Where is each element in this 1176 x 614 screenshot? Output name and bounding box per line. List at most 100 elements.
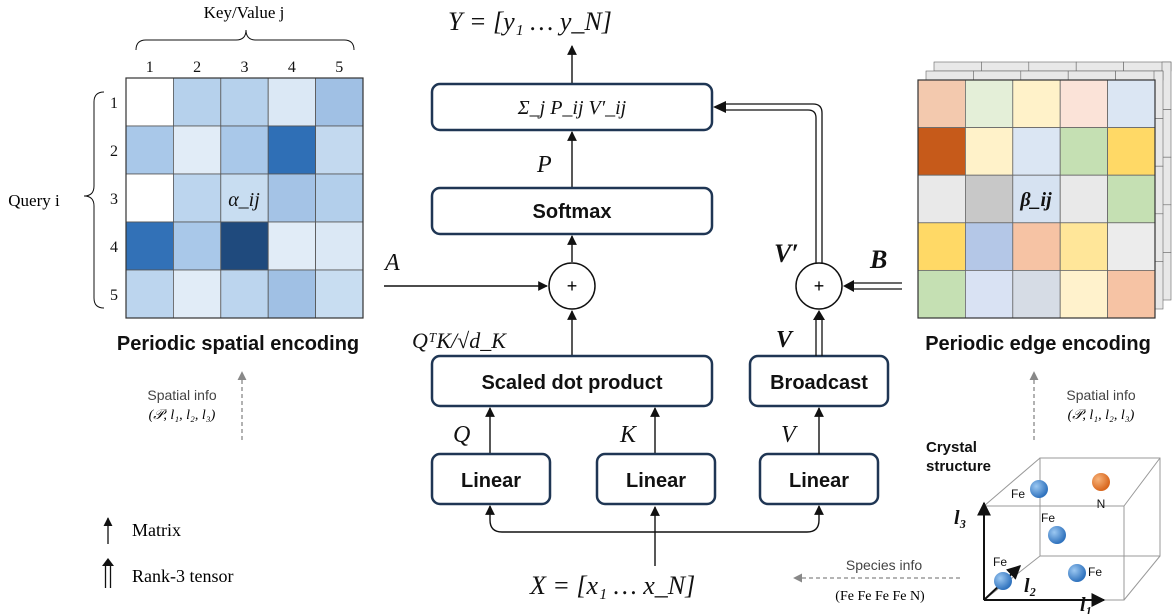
fe-atom-3-label: Fe (993, 555, 1007, 569)
alpha-label: α_ij (228, 189, 260, 211)
row-tick: 4 (110, 239, 118, 256)
spatial-cell (220, 221, 269, 271)
spatial-cell (172, 173, 222, 223)
k-label: K (619, 422, 638, 448)
v-prime-head (713, 101, 726, 113)
weighted-sum-box (430, 82, 714, 132)
add-node-b (795, 262, 843, 310)
scaled-dot-product-label: Scaled dot product (481, 372, 662, 394)
legend-matrix: Matrix (132, 520, 181, 540)
spatial-info-left: Spatial info (147, 387, 216, 403)
softmax-label: Softmax (533, 201, 612, 223)
edge-tensor-back-cell (1067, 70, 1116, 81)
axis-l1-label: l₁ (1080, 594, 1093, 614)
edge-tensor-back-cell (1075, 61, 1124, 72)
spatial-cell (125, 173, 174, 223)
spatial-matrix-border (125, 77, 364, 319)
v-bold-label: V (776, 327, 794, 353)
qtk-label: QᵀK/√d_K (412, 328, 507, 353)
row-tick: 3 (110, 191, 118, 208)
spatial-cell (315, 221, 364, 271)
spatial-cell (267, 173, 317, 223)
b-tensor-head (843, 280, 854, 292)
crystal-title-1: Crystal (926, 439, 977, 456)
weighted-sum-label: Σ_j P_ij V′_ij (517, 97, 627, 119)
column-tick: 3 (241, 59, 249, 76)
edge-cell (1059, 222, 1108, 271)
spatial-info-tuple-right: (𝒫, l₁, l₂, l₃) (1068, 408, 1135, 423)
periodic-spatial-title: Periodic spatial encoding (117, 333, 359, 355)
edge-cell (1012, 174, 1061, 224)
spatial-cell (220, 77, 269, 127)
linear-k-label: Linear (626, 470, 686, 492)
legend-tensor: Rank-3 tensor (132, 566, 233, 586)
spatial-cell (267, 125, 317, 175)
edge-tensor-back-cell (1020, 70, 1069, 81)
fe-atom-1-label: Fe (1011, 487, 1025, 501)
tensor-legend-icon-head (102, 558, 114, 566)
edge-cell (1107, 79, 1156, 128)
edge-cell (1107, 222, 1156, 271)
spatial-cell (315, 173, 364, 223)
a-label: A (383, 250, 400, 276)
spatial-cell (172, 221, 222, 271)
spatial-cell (267, 221, 317, 271)
spatial-cell (267, 269, 317, 319)
fe-atom-2 (1048, 526, 1066, 544)
beta-label: β_ij (1019, 189, 1052, 211)
fe-atom-1 (1030, 480, 1048, 498)
spatial-cell (172, 125, 222, 175)
fe-atom-2-label: Fe (1041, 511, 1055, 525)
scaled-dot-product-box (430, 354, 714, 408)
v-label: V (781, 422, 798, 448)
edge-tensor-back-cell (925, 70, 974, 81)
spatial-cell (315, 269, 364, 319)
query-label: Query i (8, 191, 60, 210)
edge-cell (917, 127, 966, 176)
edge-tensor-border (917, 79, 1156, 319)
spatial-info-tuple-left: (𝒫, l₁, l₂, l₃) (149, 408, 216, 423)
species-tuple: (Fe Fe Fe Fe N) (835, 589, 925, 604)
v-prime-line-a (726, 109, 817, 263)
edge-tensor-back-cell (981, 61, 1030, 72)
edge-cell (1012, 127, 1061, 176)
fe-atom-4 (1068, 564, 1086, 582)
broadcast-box (748, 354, 890, 408)
row-tick: 2 (110, 143, 118, 160)
edge-cell (965, 174, 1014, 224)
linear-q-box (430, 452, 552, 506)
key-value-brace (135, 29, 355, 51)
axis-l2-label: l₂ (1024, 575, 1037, 597)
spatial-cell (125, 269, 174, 319)
spatial-cell (315, 125, 364, 175)
edge-cell (965, 127, 1014, 176)
fe-atom-4-label: Fe (1088, 565, 1102, 579)
column-tick: 1 (146, 59, 154, 76)
spatial-cell (220, 125, 269, 175)
edge-tensor-back-cell (1161, 252, 1172, 301)
edge-cell (1059, 79, 1108, 128)
spatial-cell (220, 269, 269, 319)
spatial-encoding-matrix (125, 77, 364, 319)
add-node-a (548, 262, 596, 310)
n-atom-label: N (1097, 497, 1106, 511)
n-atom (1092, 473, 1110, 491)
spatial-cell (267, 77, 317, 127)
edge-cell (965, 269, 1014, 319)
broadcast-label: Broadcast (770, 372, 868, 394)
spatial-cell (125, 77, 174, 127)
spatial-cell (172, 269, 222, 319)
edge-cell (917, 222, 966, 271)
edge-cell (1012, 79, 1061, 128)
column-tick: 4 (288, 59, 296, 76)
p-label: P (536, 152, 552, 178)
query-brace (83, 91, 105, 309)
edge-encoding-tensor (917, 61, 1172, 319)
v-prime-line-b (726, 103, 823, 263)
edge-tensor-back-cell (933, 61, 982, 72)
edge-cell (965, 222, 1014, 271)
linear-q-label: Linear (461, 470, 521, 492)
v-prime-label: V′ (774, 239, 799, 268)
